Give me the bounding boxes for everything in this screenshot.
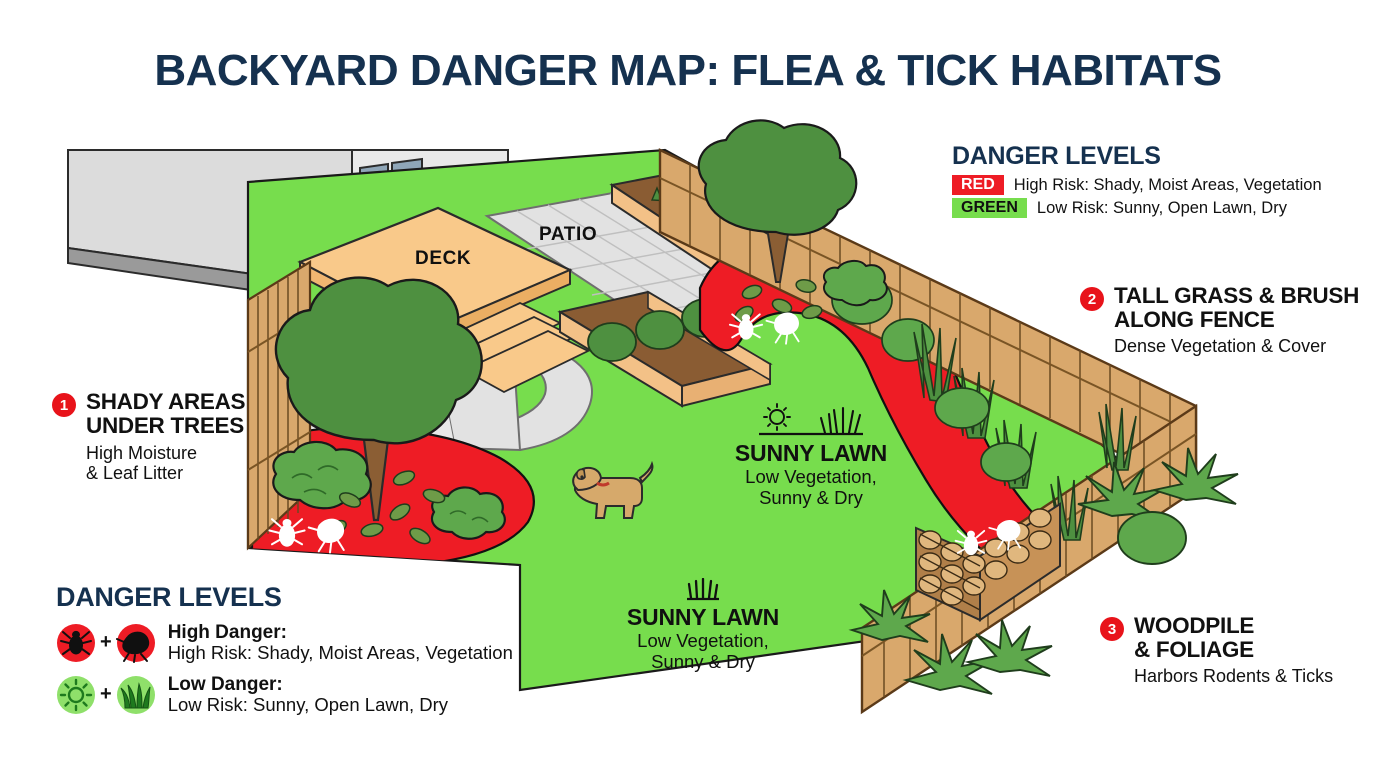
deck [297, 206, 591, 394]
flea-icon [115, 623, 155, 663]
legend-top-right: DANGER LEVELS RED High Risk: Shady, Mois… [952, 142, 1352, 221]
sun-and-grass-icons [759, 403, 863, 436]
lawn-sub-2: Sunny & Dry [651, 650, 755, 672]
legend-heading: DANGER LEVELS [952, 142, 1161, 170]
callout-tall-grass: 2 TALL GRASS & BRUSH ALONG FENCE Dense V… [1080, 283, 1376, 356]
red-desc: High Risk: Shady, Moist Areas, Vegetatio… [1013, 175, 1322, 194]
legend-row-low-danger: + Low Danger: Low Risk: Sunny, Open Lawn… [56, 674, 526, 716]
callout-title-line1: SHADY AREAS [86, 389, 246, 414]
sunny-lawn-label-lower: SUNNY LAWN Low Vegetation, Sunny & Dry [588, 578, 818, 672]
high-danger-title: High Danger: [167, 622, 287, 643]
deck-label: DECK [415, 248, 472, 269]
callout-title-line2: & FOLIAGE [1134, 637, 1254, 663]
flea-marker [307, 312, 1021, 554]
sun-icon [763, 403, 791, 431]
bushes [272, 260, 888, 540]
green-chip: GREEN [952, 198, 1027, 218]
callout-badge-3: 3 [1100, 617, 1124, 641]
callout-title-line1: WOODPILE [1134, 613, 1255, 638]
high-danger-desc: High Risk: Shady, Moist Areas, Vegetatio… [167, 642, 513, 664]
grass-icon [819, 406, 862, 435]
callout-title-line1: TALL GRASS & BRUSH [1114, 283, 1360, 308]
plus-sign: + [100, 683, 112, 706]
lawn-sub-1: Low Vegetation, [745, 466, 877, 487]
tick-icon [57, 623, 95, 662]
lawn-title: SUNNY LAWN [626, 604, 780, 630]
lawn-title: SUNNY LAWN [734, 440, 888, 466]
callout-sub-line2: & Leaf Litter [86, 463, 184, 484]
callout-badge-2: 2 [1080, 287, 1104, 311]
callout-title-line2: ALONG FENCE [1114, 307, 1275, 333]
callout-shady-areas: 1 SHADY AREAS UNDER TREES High Moisture … [52, 389, 302, 484]
grass-icon [116, 675, 155, 714]
callout-title-line2: UNDER TREES [86, 413, 244, 439]
dog [572, 460, 654, 519]
low-danger-desc: Low Risk: Sunny, Open Lawn, Dry [167, 694, 449, 716]
callout-sub-line1: Harbors Rodents & Ticks [1134, 665, 1334, 686]
legend-row-high-danger: + High Danger: High Risk: Shady, Moist A… [56, 622, 526, 664]
legend-bottom-left: DANGER LEVELS + [56, 582, 526, 726]
lawn-sub-1: Low Vegetation, [637, 630, 769, 651]
callout-sub-line1: Dense Vegetation & Cover [1114, 335, 1327, 356]
tick-marker [268, 313, 988, 556]
legend-heading: DANGER LEVELS [56, 582, 282, 612]
red-chip: RED [952, 175, 1004, 195]
grass-icon [687, 578, 719, 601]
foliage-plants [848, 447, 1239, 695]
lawn-sub-2: Sunny & Dry [759, 486, 863, 508]
tree-left [274, 276, 483, 522]
page-title: BACKYARD DANGER MAP: FLEA & TICK HABITAT… [154, 46, 1222, 95]
woodpile [915, 502, 1061, 622]
fallen-leaves [325, 279, 823, 545]
low-danger-title: Low Danger: [167, 673, 283, 695]
sunny-lawn-label-upper: SUNNY LAWN Low Vegetation, Sunny & Dry [688, 402, 934, 508]
patio-label: PATIO [539, 224, 598, 245]
legend-row-green: GREEN Low Risk: Sunny, Open Lawn, Dry [952, 198, 1352, 218]
green-desc: Low Risk: Sunny, Open Lawn, Dry [1036, 198, 1287, 217]
plus-sign: + [100, 631, 112, 654]
planter-box-lower [557, 290, 773, 408]
callout-badge-1: 1 [52, 393, 76, 417]
callout-sub-line1: High Moisture [86, 442, 198, 463]
callout-woodpile: 3 WOODPILE & FOLIAGE Harbors Rodents & T… [1100, 613, 1376, 686]
tree-right [697, 119, 858, 283]
legend-row-red: RED High Risk: Shady, Moist Areas, Veget… [952, 175, 1352, 195]
sun-icon [57, 675, 95, 714]
